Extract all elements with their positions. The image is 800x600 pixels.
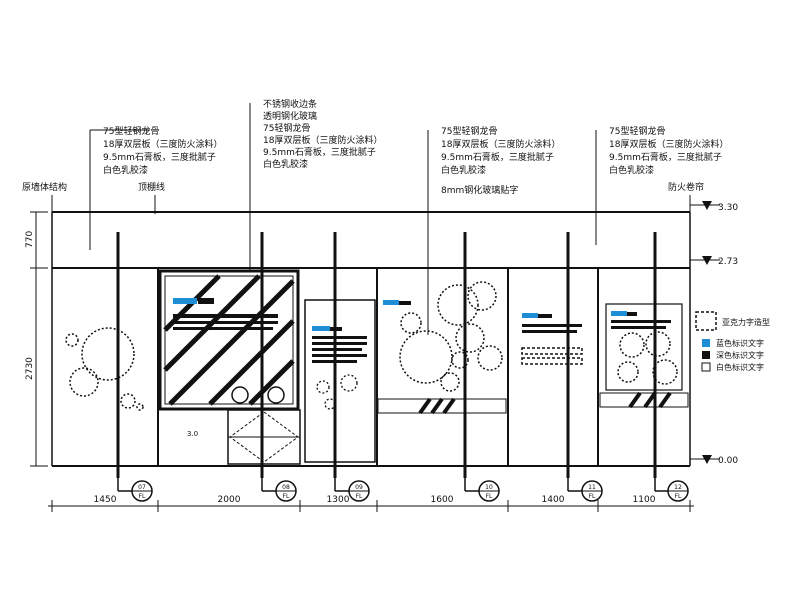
- section-marker-3: 09 FL: [334, 478, 370, 502]
- legend-label-1: 亚克力字造型: [722, 317, 770, 327]
- callout-2-line-1: 不锈钢收边条: [263, 98, 317, 110]
- svg-text:FL: FL: [675, 493, 682, 500]
- section-marker-5: 11 FL: [567, 478, 603, 502]
- panel-3-sign: [304, 299, 376, 463]
- svg-text:2.73: 2.73: [718, 257, 738, 267]
- callout-4-line-2: 18厚双层板（三度防火涂料）: [609, 138, 728, 150]
- callout-3-line-2: 18厚双层板（三度防火涂料）: [441, 138, 560, 150]
- dim-1400: 1400: [542, 495, 565, 505]
- callout-1-line-3: 9.5mm石膏板，三度批腻子: [103, 151, 216, 163]
- elevation-marker-top: 3.30: [690, 201, 738, 213]
- dim-2000: 2000: [218, 495, 241, 505]
- svg-text:08: 08: [282, 484, 290, 491]
- callout-4-line-1: 75型轻钢龙骨: [609, 125, 665, 137]
- svg-text:FL: FL: [589, 493, 596, 500]
- callout-2-line-6: 白色乳胶漆: [263, 158, 308, 170]
- callout-4-line-4: 白色乳胶漆: [609, 164, 654, 176]
- elevation-frame: [51, 211, 691, 467]
- horizontal-dimension: 1450 2000 1300 1600 1400 1100: [48, 495, 694, 512]
- dim-1100: 1100: [633, 495, 656, 505]
- callout-1-line-4: 白色乳胶漆: [103, 164, 148, 176]
- callout-1-line-2: 18厚双层板（三度防火涂料）: [103, 138, 222, 150]
- panel-2-glass: 3.0: [158, 269, 301, 465]
- extra-callout: 8mm钢化玻璃贴字: [441, 184, 518, 196]
- callout-2: 不锈钢收边条 透明钢化玻璃 75轻钢龙骨 18厚双层板（三度防火涂料） 9.5m…: [249, 98, 382, 270]
- callout-3-line-1: 75型轻钢龙骨: [441, 125, 497, 137]
- section-marker-2: 08 FL: [261, 478, 297, 502]
- callout-4-line-3: 9.5mm石膏板，三度批腻子: [609, 151, 722, 163]
- callout-3-line-3: 9.5mm石膏板，三度批腻子: [441, 151, 554, 163]
- callout-1: 75型轻钢龙骨 18厚双层板（三度防火涂料） 9.5mm石膏板，三度批腻子 白色…: [89, 125, 222, 250]
- callout-4: 75型轻钢龙骨 18厚双层板（三度防火涂料） 9.5mm石膏板，三度批腻子 白色…: [595, 125, 728, 245]
- section-marker-6: 12 FL: [654, 478, 689, 502]
- callout-1-line-1: 75型轻钢龙骨: [103, 125, 159, 137]
- panel-4-bubbles: [377, 281, 507, 415]
- callout-3-line-4: 白色乳胶漆: [441, 164, 486, 176]
- legend: 亚克力字造型 蓝色标识文字 深色标识文字 白色标识文字: [695, 311, 770, 372]
- vertical-dimension: 770 2730: [25, 211, 48, 467]
- dim-1450: 1450: [94, 495, 117, 505]
- label-wall-structure: 原墙体结构: [22, 181, 67, 193]
- elevation-marker-floor: 0.00: [690, 455, 738, 466]
- svg-text:FL: FL: [283, 493, 290, 500]
- legend-label-4: 白色标识文字: [716, 362, 764, 372]
- legend-label-3: 深色标识文字: [716, 350, 764, 360]
- label-ceiling-line: 顶棚线: [138, 181, 165, 193]
- label-fire-shutter: 防火卷帘: [668, 181, 704, 193]
- svg-text:FL: FL: [356, 493, 363, 500]
- elevation-marker-mid: 2.73: [690, 256, 738, 267]
- panel-5-sign: [521, 313, 583, 365]
- svg-text:3.0: 3.0: [187, 430, 198, 438]
- dim-770: 770: [25, 231, 35, 248]
- svg-text:3.30: 3.30: [718, 203, 738, 213]
- svg-text:11: 11: [588, 484, 596, 491]
- svg-text:FL: FL: [139, 493, 146, 500]
- svg-text:10: 10: [485, 484, 493, 491]
- svg-text:0.00: 0.00: [718, 456, 738, 466]
- callout-3: 75型轻钢龙骨 18厚双层板（三度防火涂料） 9.5mm石膏板，三度批腻子 白色…: [427, 125, 560, 335]
- svg-text:12: 12: [674, 484, 682, 491]
- svg-text:07: 07: [138, 484, 146, 491]
- callout-2-line-3: 75轻钢龙骨: [263, 122, 310, 134]
- callout-2-line-5: 9.5mm石膏板，三度批腻子: [263, 146, 376, 158]
- dim-1300: 1300: [327, 495, 350, 505]
- callout-2-line-2: 透明钢化玻璃: [263, 110, 317, 122]
- legend-label-2: 蓝色标识文字: [716, 338, 764, 348]
- section-marker-1: 07 FL: [117, 478, 153, 502]
- panel-1-bubbles: [65, 327, 144, 411]
- callout-2-line-4: 18厚双层板（三度防火涂料）: [263, 134, 382, 146]
- section-marker-4: 10 FL: [464, 478, 500, 502]
- svg-text:09: 09: [355, 484, 363, 491]
- dim-1600: 1600: [431, 495, 454, 505]
- svg-text:FL: FL: [486, 493, 493, 500]
- panel-6-sign: [599, 303, 689, 409]
- dim-2730: 2730: [25, 357, 35, 380]
- section-markers: 07 FL 08 FL 09 FL 10 FL: [117, 478, 689, 502]
